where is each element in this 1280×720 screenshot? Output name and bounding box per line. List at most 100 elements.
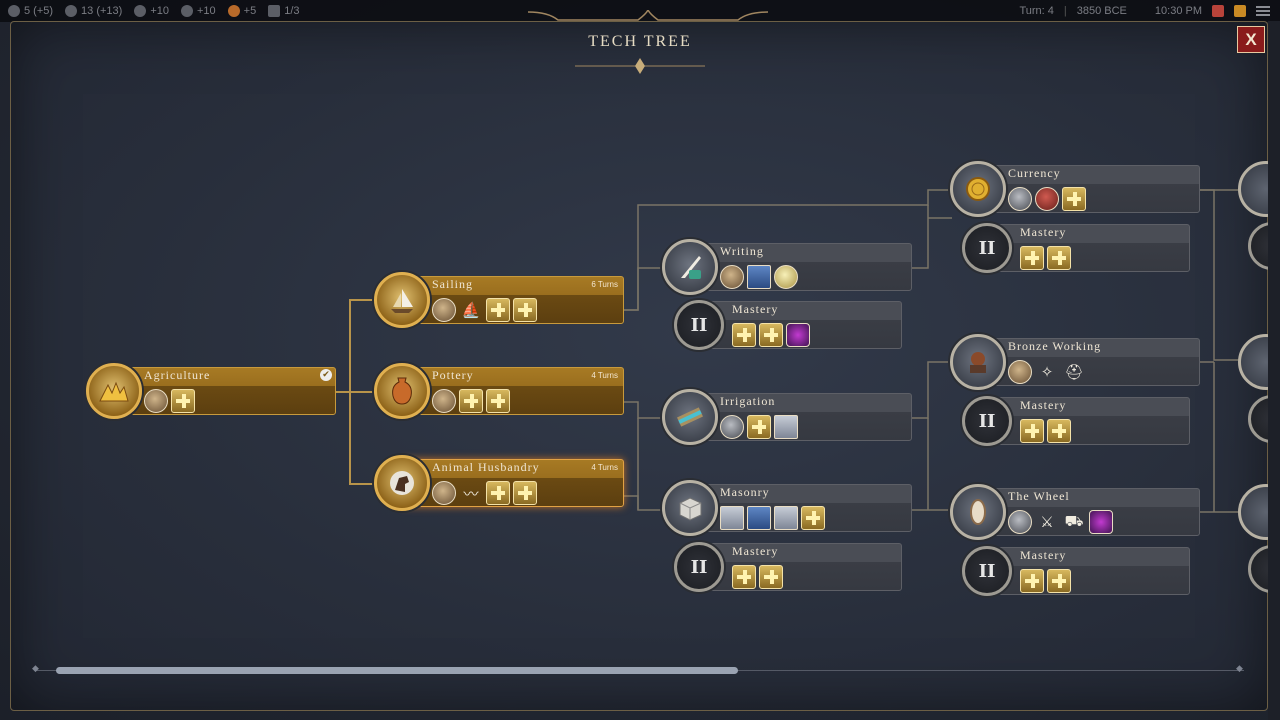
year-label: 3850 BCE [1076, 5, 1127, 17]
stone-block-icon [662, 480, 718, 536]
tech-unlocks [1008, 187, 1086, 211]
market-icon[interactable] [1008, 187, 1032, 211]
bonus-plus-icon[interactable] [513, 481, 537, 505]
bonus-plus-icon[interactable] [459, 389, 483, 413]
obelisk-icon[interactable] [747, 506, 771, 530]
faith-resource[interactable]: +10 [134, 5, 169, 17]
bonus-plus-icon[interactable] [1020, 569, 1044, 593]
trail-icon[interactable]: 〰 [463, 484, 479, 503]
granary-icon[interactable] [432, 389, 456, 413]
chariot-icon[interactable]: ⚔ [1040, 513, 1054, 531]
faith-icon [134, 5, 147, 17]
happiness-resource[interactable]: +5 [227, 5, 256, 17]
bonus-plus-icon[interactable] [513, 298, 537, 322]
tech-name: Irrigation [720, 394, 776, 408]
scroll-left-icon[interactable]: ◆ [32, 664, 39, 674]
bonus-plus-icon[interactable] [486, 389, 510, 413]
diplomacy-icon[interactable] [1212, 5, 1224, 17]
ship-icon[interactable]: ⛵ [461, 301, 481, 319]
bonus-plus-icon[interactable] [1047, 419, 1071, 443]
spartan-helmet-icon[interactable]: ⛑ [1064, 363, 1084, 381]
temple-icon[interactable] [774, 415, 798, 439]
farm-icon[interactable] [144, 389, 168, 413]
vase-icon [374, 363, 430, 419]
tech-masonry[interactable]: Masonry [662, 480, 912, 536]
culture-resource[interactable]: 13 (+13) [65, 5, 122, 17]
bonus-plus-icon[interactable] [1020, 246, 1044, 270]
bonus-plus-icon[interactable] [1047, 246, 1071, 270]
scroll-building-icon[interactable] [747, 265, 771, 289]
harbor-icon[interactable] [432, 298, 456, 322]
turn-label: Turn: 4 [1019, 5, 1054, 17]
bonus-plus-icon[interactable] [486, 298, 510, 322]
bonus-plus-icon[interactable] [486, 481, 510, 505]
workshop-icon[interactable] [1008, 510, 1032, 534]
bonus-plus-icon[interactable] [732, 565, 756, 589]
tech-masonry-mastery[interactable]: II Mastery [674, 539, 902, 595]
tech-name: Mastery [732, 302, 779, 316]
tech-unlocks [720, 265, 798, 289]
page-title: TECH TREE [588, 33, 692, 50]
tech-bronze-working[interactable]: Bronze Working ✧ ⛑ [950, 334, 1200, 390]
walls-icon[interactable] [720, 506, 744, 530]
bonus-plus-icon[interactable] [171, 389, 195, 413]
bonus-plus-icon[interactable] [1062, 187, 1086, 211]
tech-unlocks [732, 323, 810, 347]
tech-unlocks [1020, 569, 1071, 593]
resource-bar: 5 (+5) 13 (+13) +10 +10 +5 1/3 Turn: 4 |… [0, 0, 1280, 22]
tech-turns: 4 Turns [591, 463, 618, 472]
compass-rose-icon[interactable]: ✧ [1040, 363, 1054, 381]
science-resource[interactable]: 5 (+5) [8, 5, 53, 17]
barracks-icon[interactable] [1008, 360, 1032, 384]
cart-add-icon[interactable]: ⛟ [1064, 512, 1084, 530]
tech-writing-mastery[interactable]: II Mastery [674, 297, 902, 353]
tech-name: Mastery [1020, 398, 1067, 412]
tech-the-wheel[interactable]: The Wheel ⚔ ⛟ [950, 484, 1200, 540]
trade-icon[interactable] [1035, 187, 1059, 211]
tech-currency[interactable]: Currency [950, 161, 1200, 217]
tech-name: Mastery [1020, 225, 1067, 239]
palace-icon[interactable] [774, 506, 798, 530]
bonus-plus-icon[interactable] [732, 323, 756, 347]
aqueduct-icon[interactable] [720, 415, 744, 439]
turn-info: Turn: 4 | 3850 BCE 10:30 PM [1019, 0, 1270, 22]
scroll-right-icon[interactable]: ◆ [1236, 664, 1243, 674]
close-button[interactable]: X [1237, 26, 1265, 53]
idea-bulb-icon[interactable] [774, 265, 798, 289]
scroll-thumb[interactable] [56, 667, 738, 674]
anvil-smith-icon [950, 334, 1006, 390]
pasture-icon[interactable] [432, 481, 456, 505]
tech-unlocks: ✧ ⛑ [1008, 360, 1086, 384]
mastery-roman-icon: II [674, 300, 724, 350]
bonus-plus-icon[interactable] [759, 323, 783, 347]
quest-icon[interactable] [1234, 5, 1246, 17]
bonus-plus-icon[interactable] [759, 565, 783, 589]
tech-unlocks [720, 415, 798, 439]
bonus-plus-icon[interactable] [1047, 569, 1071, 593]
tech-irrigation[interactable]: Irrigation [662, 389, 912, 445]
great-person-icon[interactable] [1089, 510, 1113, 534]
city-resource[interactable]: 1/3 [268, 5, 300, 17]
tech-bar [988, 224, 1190, 272]
tech-sailing[interactable]: Sailing 6 Turns ⛵ [374, 272, 624, 328]
panel-right-edge [1268, 21, 1280, 720]
tech-animal-husbandry[interactable]: Animal Husbandry 4 Turns 〰 [374, 455, 624, 511]
tech-pottery[interactable]: Pottery 4 Turns [374, 363, 624, 419]
menu-icon[interactable] [1256, 6, 1270, 16]
tech-bronze-mastery[interactable]: II Mastery [962, 393, 1190, 449]
bonus-plus-icon[interactable] [747, 415, 771, 439]
top-ornament-icon [528, 10, 768, 21]
tech-name: Masonry [720, 485, 770, 499]
tech-currency-mastery[interactable]: II Mastery [962, 220, 1190, 276]
great-person-icon[interactable] [786, 323, 810, 347]
bonus-plus-icon[interactable] [1020, 419, 1044, 443]
tech-writing[interactable]: Writing [662, 239, 912, 295]
tech-unlocks [432, 389, 510, 413]
library-icon[interactable] [720, 265, 744, 289]
tech-unlocks: ⚔ ⛟ [1008, 510, 1113, 534]
tech-wheel-mastery[interactable]: II Mastery [962, 543, 1190, 599]
bonus-plus-icon[interactable] [801, 506, 825, 530]
tech-agriculture[interactable]: Agriculture ✔ [86, 363, 336, 419]
science-icon [8, 5, 20, 17]
music-resource[interactable]: +10 [181, 5, 216, 17]
